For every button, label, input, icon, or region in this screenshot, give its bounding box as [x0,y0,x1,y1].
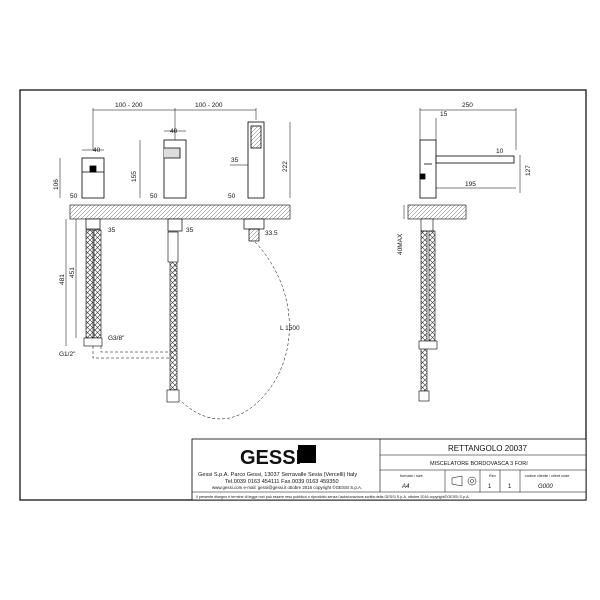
company-address: Gessi S.p.A. Parco Gessi, 13037 Serraval… [198,472,357,478]
dim-50-a: 50 [70,193,78,200]
shower-hose-end [166,389,180,403]
dim-155: 155 [131,171,138,182]
dim-222: 222 [282,161,289,172]
dim-50-c: 50 [228,193,236,200]
top-dimensions [92,108,257,150]
dim-10: 10 [496,148,504,155]
company-web: www.gessi.com e-mail: gessi@gessi.it ott… [212,485,362,490]
product-name: RETTANGOLO 20037 [448,444,528,453]
dim-250: 250 [462,102,473,109]
logo-square [298,445,316,463]
deck-right [407,204,467,220]
legal-note: Il presente disegno è termine di legge n… [196,495,470,499]
code-value: G000 [538,484,553,490]
dim-50-b: 50 [150,193,158,200]
valve-body [81,157,105,199]
diverter [167,231,179,263]
company-phone: Tel.0039 0163 454111 Fax.0039 0163 45935… [225,479,339,485]
gessi-logo: GESSI [240,445,316,469]
dim-35-b: 35 [108,227,116,234]
hose-fitting [83,337,103,347]
braided-hoses [85,229,178,391]
side-view-hoses [418,218,438,402]
rev-value: 1 [508,484,512,490]
deck-left [69,204,291,220]
dim-35-a: 35 [231,157,239,164]
rev-label: Rev [489,474,496,478]
dim-100-200-right: 100 - 200 [195,102,223,109]
code-label: codice cliente / client code [525,474,569,478]
dim-40-b: 40 [170,128,178,135]
dim-40max: 40MAX [397,233,404,255]
spout-body [163,139,187,199]
dim-35-c: 35 [186,227,194,234]
dim-195: 195 [465,181,476,188]
format-label: formato / size [400,474,423,478]
dim-15: 15 [440,111,448,118]
dim-l1500: L 1500 [280,325,300,332]
side-view-body [419,139,515,199]
dim-481: 481 [59,274,66,285]
connection-lines [92,241,290,420]
product-description: MISCELATORE BORDOVASCA 3 FORI [430,461,528,467]
dim-100-200-left: 100 - 200 [115,102,143,109]
dim-40-a: 40 [93,147,101,154]
projection-symbol-icon [451,475,477,487]
side-dimensions [419,108,521,193]
dim-451: 451 [69,267,76,278]
dim-33-5: 33.5 [265,230,278,237]
dim-106: 106 [53,179,60,190]
dim-g38: G3/8" [108,335,125,342]
logo-text: GESSI [240,447,301,469]
dim-g12: G1/2" [59,351,76,358]
shanks [85,218,265,242]
format-value: A4 [401,484,410,490]
sheet-value: 1 [488,484,492,490]
hand-shower [247,121,265,199]
dim-127: 127 [525,165,532,176]
title-block [191,438,587,501]
